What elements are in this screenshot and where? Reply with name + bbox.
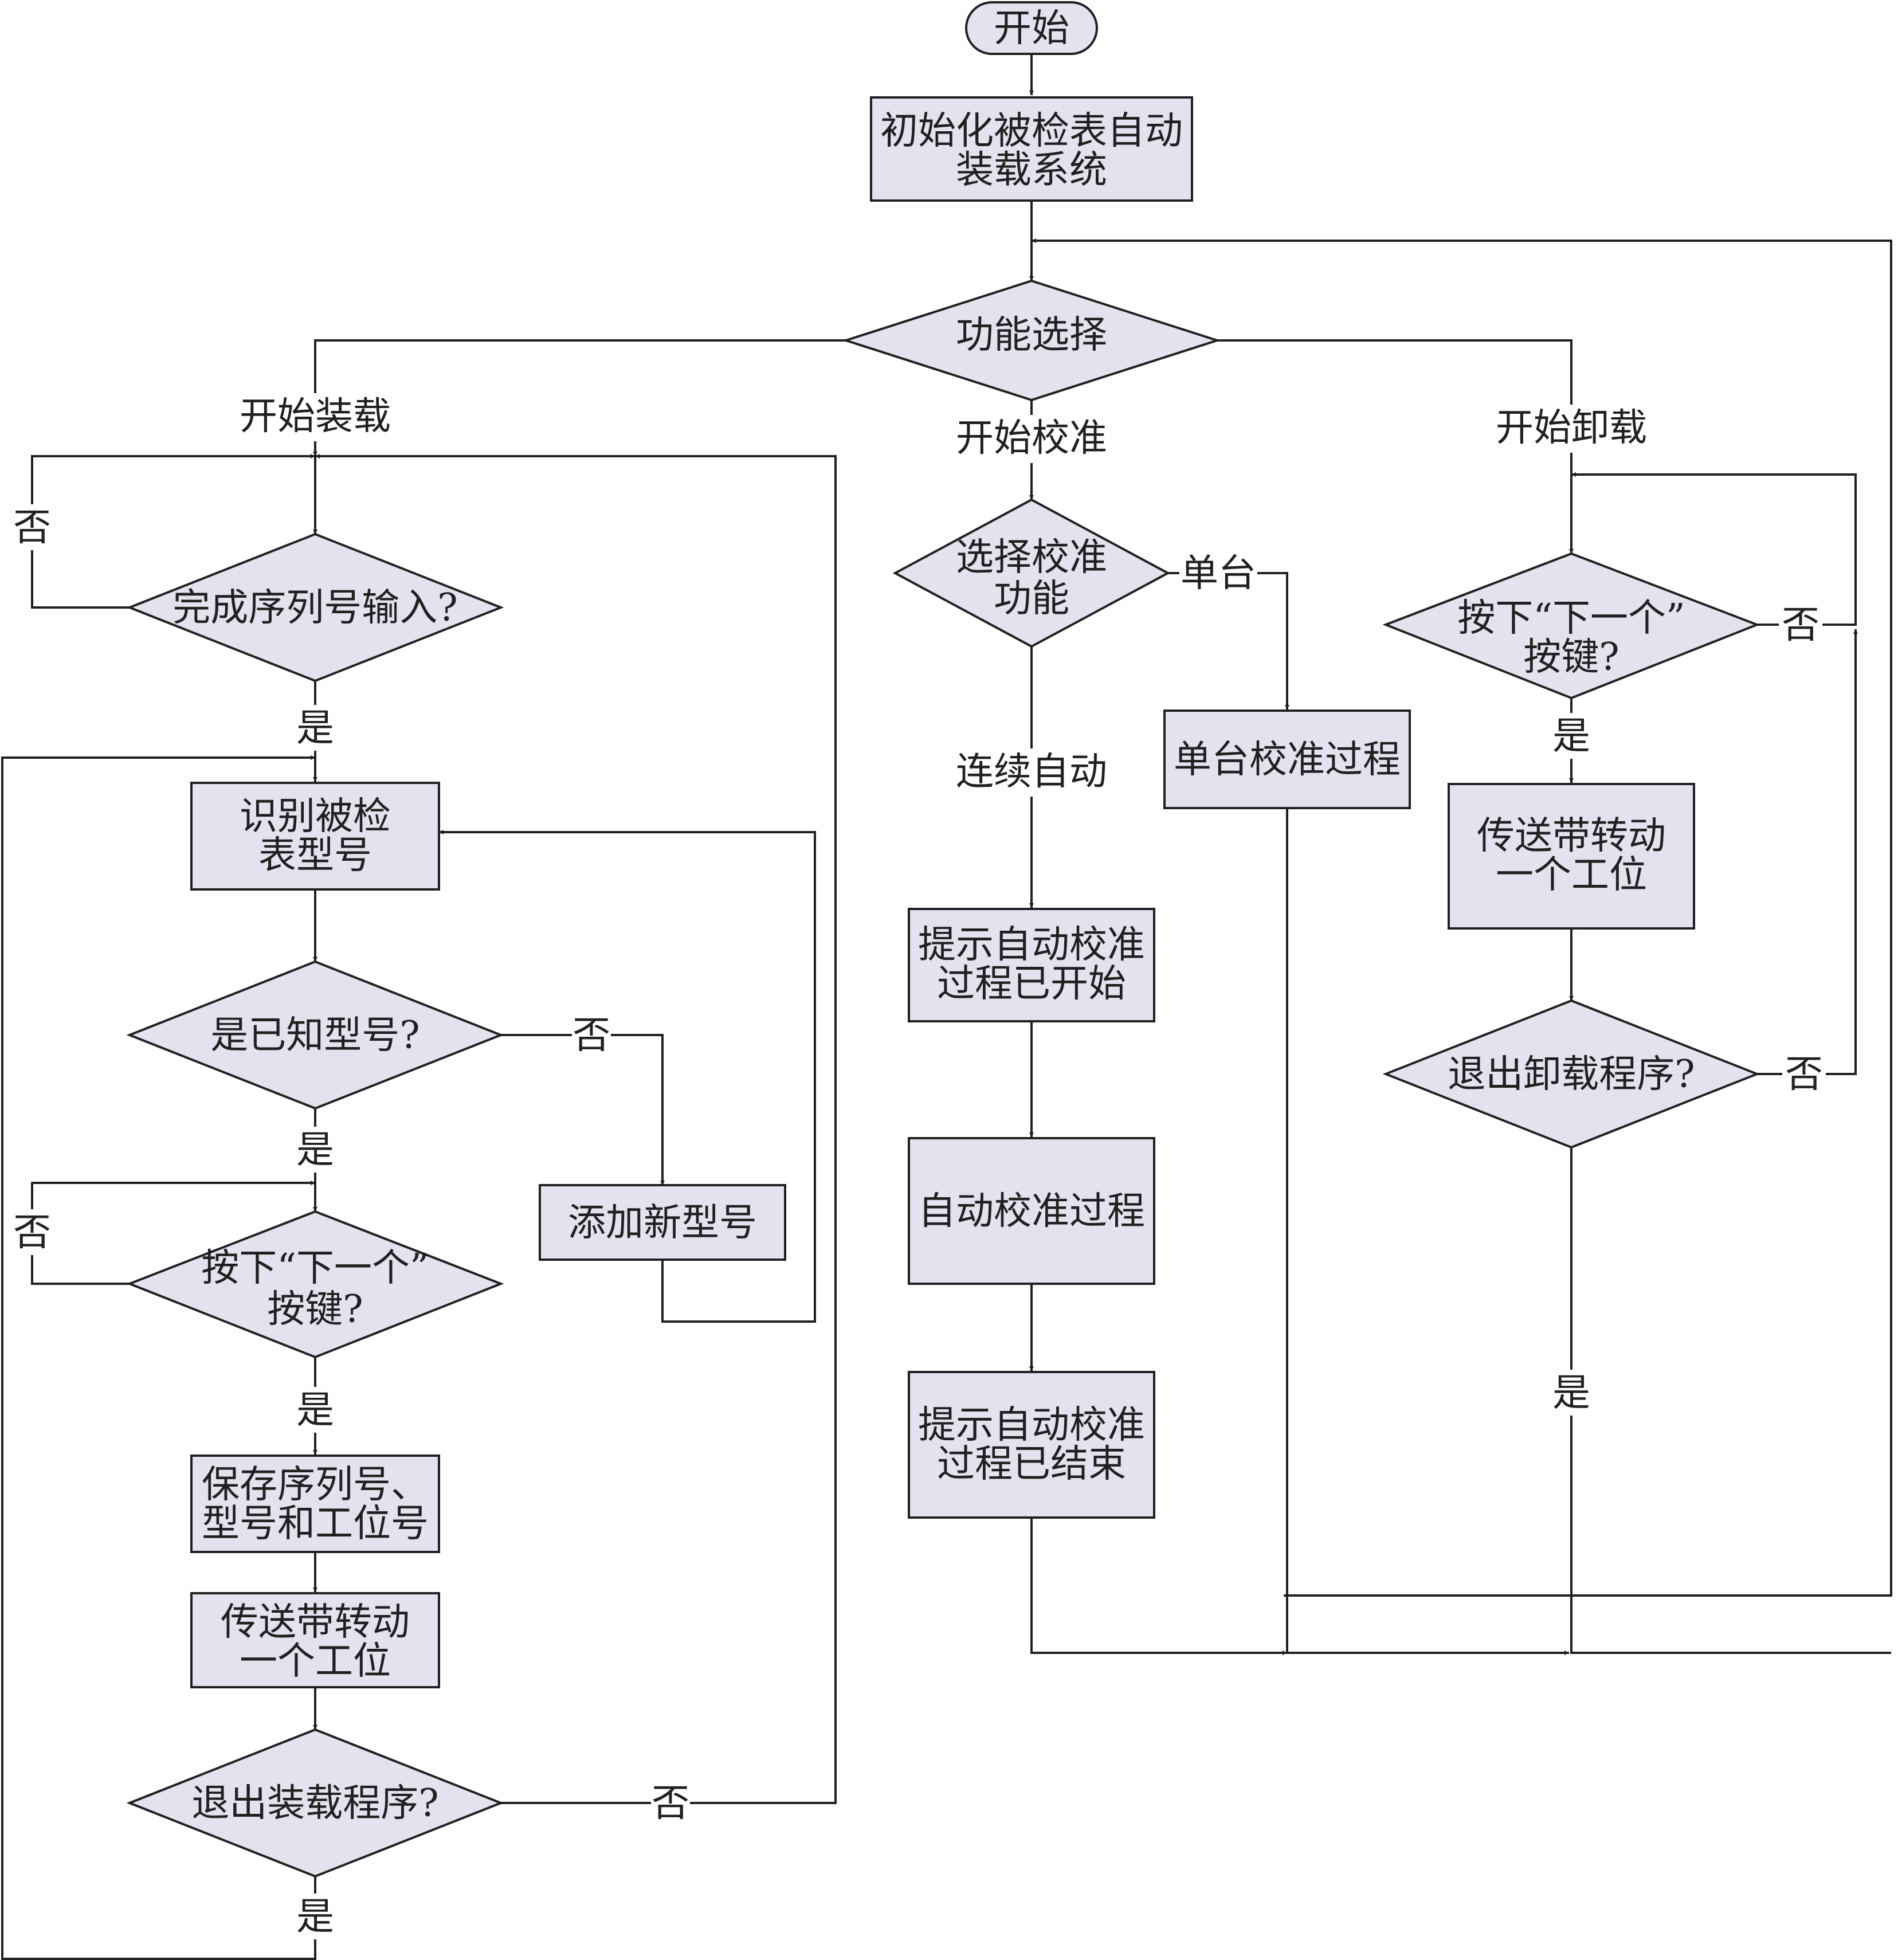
belt-rotate-load-label-line2: 一个工位 (240, 1639, 391, 1683)
init-label: 初始化被检表自动 (880, 109, 1183, 153)
edge-select-unload (1217, 339, 1574, 554)
start-node: 开始 (965, 1, 1098, 55)
prompt-end-label: 提示自动校准 (918, 1403, 1145, 1447)
label-exit-unload-no: 否 (1785, 1052, 1823, 1096)
belt-rotate-unload-label-line2: 一个工位 (1496, 853, 1647, 897)
label-serial-no: 否 (13, 505, 51, 550)
prompt-end-label-line2: 过程已结束 (937, 1442, 1126, 1486)
label-known-yes: 是 (296, 1128, 334, 1172)
exit-load-label: 退出装载程序? (191, 1781, 438, 1825)
nodes: 开始 初始化被检表自动 装载系统 功能选择 完成序列号输入? 识别被检 表型号 … (126, 1, 1760, 1878)
init-label-line2: 装载系统 (956, 148, 1107, 192)
edge-exit-unload-yes (1570, 1147, 1891, 1654)
save-serial-label: 保存序列号、 (202, 1463, 429, 1507)
next-key-load-decision: 按下“下一个” 按键? (126, 1210, 504, 1359)
next-key-load-label: 按下“下一个” (201, 1246, 429, 1290)
next-key-load-label-line2: 按键? (267, 1287, 363, 1331)
function-select-node: 功能选择 (842, 279, 1221, 402)
label-exit-load-yes: 是 (296, 1895, 334, 1939)
identify-model-label-line2: 表型号 (258, 833, 372, 877)
belt-rotate-unload-label: 传送带转动 (1477, 814, 1666, 858)
exit-unload-decision: 退出卸载程序? (1382, 999, 1760, 1149)
label-start-calibrate: 开始校准 (956, 416, 1107, 460)
label-continuous: 连续自动 (956, 750, 1107, 794)
add-new-model-node: 添加新型号 (539, 1184, 786, 1261)
known-model-decision: 是已知型号? (126, 960, 504, 1110)
exit-unload-label: 退出卸载程序? (1448, 1052, 1695, 1096)
next-key-unload-label: 按下“下一个” (1457, 596, 1685, 640)
label-start-load: 开始装载 (240, 394, 391, 438)
label-next-unload-yes: 是 (1552, 714, 1590, 758)
belt-rotate-unload-node: 传送带转动 一个工位 (1448, 783, 1695, 930)
serial-input-label: 完成序列号输入? (172, 586, 457, 630)
save-serial-label-line2: 型号和工位号 (202, 1502, 429, 1546)
calibration-select-decision: 选择校准 功能 (892, 498, 1171, 648)
next-key-unload-decision: 按下“下一个” 按键? (1382, 552, 1760, 700)
label-single: 单台 (1181, 551, 1256, 595)
label-exit-unload-yes: 是 (1552, 1371, 1590, 1415)
edge-add-back (439, 830, 816, 1323)
next-key-unload-label-line2: 按键? (1523, 635, 1619, 679)
prompt-end-node: 提示自动校准 过程已结束 (908, 1371, 1155, 1519)
save-serial-node: 保存序列号、 型号和工位号 (190, 1455, 440, 1553)
init-node: 初始化被检表自动 装载系统 (870, 96, 1193, 202)
belt-rotate-load-node: 传送带转动 一个工位 (190, 1592, 440, 1688)
auto-calibration-label: 自动校准过程 (918, 1189, 1145, 1233)
edge-labels: 开始装载 开始校准 开始卸载 否 是 否 是 否 是 否 是 单台 连续自动 否… (13, 393, 1826, 1939)
function-select-label: 功能选择 (956, 313, 1107, 357)
single-calibration-label: 单台校准过程 (1174, 738, 1401, 782)
edge-exit-unload-no (1757, 629, 1858, 1075)
prompt-start-label: 提示自动校准 (918, 923, 1145, 967)
label-next-load-no: 否 (13, 1210, 51, 1255)
label-serial-yes: 是 (296, 706, 334, 750)
identify-model-label: 识别被检 (240, 794, 391, 838)
start-label: 开始 (994, 6, 1069, 50)
belt-rotate-load-label: 传送带转动 (221, 1600, 410, 1644)
exit-load-decision: 退出装载程序? (126, 1728, 504, 1878)
label-start-unload: 开始卸载 (1496, 406, 1647, 450)
label-exit-load-no: 否 (652, 1781, 689, 1825)
label-known-no: 否 (572, 1013, 610, 1057)
calibration-select-label: 选择校准 (956, 535, 1107, 579)
add-new-model-label: 添加新型号 (568, 1201, 757, 1245)
single-calibration-node: 单台校准过程 (1163, 709, 1411, 809)
edge-single-merge (1286, 808, 1569, 1655)
known-model-label: 是已知型号? (210, 1013, 419, 1057)
label-next-load-yes: 是 (296, 1388, 334, 1432)
edge-known-no (501, 1034, 665, 1185)
identify-model-node: 识别被检 表型号 (190, 782, 440, 891)
serial-input-decision: 完成序列号输入? (126, 532, 504, 683)
label-next-unload-no: 否 (1782, 603, 1819, 647)
calibration-select-label-line2: 功能 (994, 577, 1069, 621)
edge-loop-return (1032, 238, 1892, 1597)
prompt-start-node: 提示自动校准 过程已开始 (908, 908, 1155, 1022)
prompt-start-label-line2: 过程已开始 (937, 962, 1126, 1006)
auto-calibration-node: 自动校准过程 (908, 1137, 1155, 1285)
edge-prompt-end-merge (1030, 1518, 1287, 1655)
